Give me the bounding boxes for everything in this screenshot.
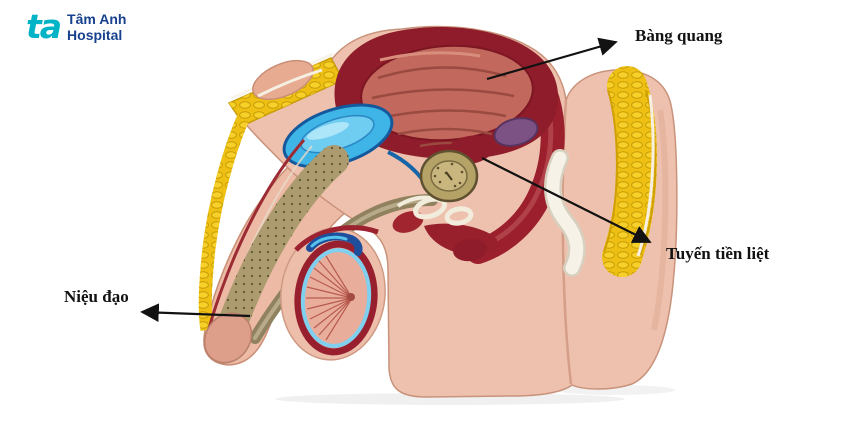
bladder-wrinkles <box>371 66 515 148</box>
pelvis-model <box>198 25 678 398</box>
seminal-vesicle <box>493 117 539 147</box>
seminiferous-lobules <box>306 255 353 341</box>
prostate <box>419 149 479 203</box>
hospital-logo: ta Tâm Anh Hospital <box>26 10 126 43</box>
bladder-arrow <box>486 37 618 81</box>
bladder <box>334 26 559 165</box>
bladder-label: Bàng quang <box>635 26 723 45</box>
logo-names: Tâm Anh Hospital <box>67 11 126 43</box>
logo-name-line2: Hospital <box>67 26 123 43</box>
logo-mark-icon: ta <box>26 7 62 46</box>
spermatic-cord <box>294 225 379 252</box>
annotation-arrows <box>140 37 652 322</box>
prostate-arrow <box>481 157 652 243</box>
penile-dorsal-fat-stripe <box>198 113 250 331</box>
urethra-label: Niệu đạo <box>64 287 129 306</box>
abdominal-fat-layer <box>227 52 345 126</box>
testis <box>294 240 378 356</box>
urethra-arrow <box>140 303 251 322</box>
model-shadow <box>275 393 625 405</box>
block-shading <box>651 109 669 331</box>
dorsal-vessel <box>207 139 306 331</box>
pubic-symphysis <box>282 103 430 190</box>
fascia-white-band <box>543 149 586 277</box>
epididymis <box>306 232 363 256</box>
prostate-label: Tuyến tiền liệt <box>666 244 770 263</box>
logo-name-line1: Tâm Anh <box>67 10 127 27</box>
anal-canal <box>453 238 487 262</box>
scrotum <box>280 225 386 361</box>
